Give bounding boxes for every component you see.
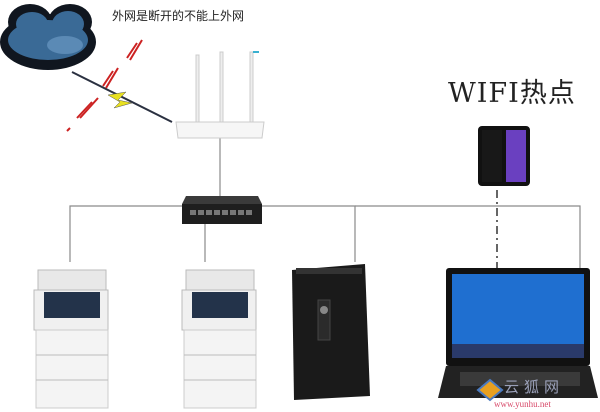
watermark-url: www.yunhu.net: [494, 399, 551, 409]
watermark-name: 云狐网: [504, 378, 565, 396]
switch-icon: [182, 196, 262, 224]
watermark-logo-icon: [476, 378, 504, 402]
annotation-text: 外网是断开的不能上外网: [112, 9, 245, 23]
router-icon: [175, 51, 265, 139]
wire-laptop: [355, 205, 581, 268]
wire-server: [258, 205, 356, 262]
server-icon: [292, 264, 370, 400]
wiring: [69, 138, 581, 272]
broken-link-marks: [66, 39, 143, 132]
wire-printer-1: [69, 205, 190, 262]
internet-link: [71, 71, 173, 123]
printer-icon: [33, 269, 109, 409]
lightning-icon: [107, 91, 133, 109]
smartphone-icon: [478, 126, 530, 186]
cloud-icon: [0, 4, 96, 70]
printer-icon: [181, 269, 257, 409]
hotspot-label: WIFI热点: [448, 78, 576, 109]
